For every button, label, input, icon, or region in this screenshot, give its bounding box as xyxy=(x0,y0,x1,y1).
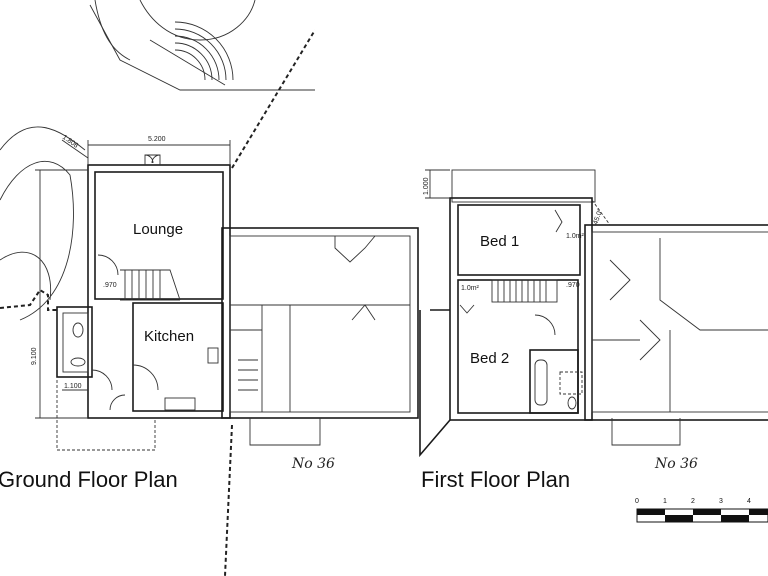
neighbour-label: No 36 xyxy=(291,456,335,472)
dim-overhang: 1.000 xyxy=(423,177,430,195)
ground-floor-walls xyxy=(56,154,231,419)
dim-porch: 1.100 xyxy=(64,383,82,390)
boundary-line xyxy=(0,288,58,311)
scale-tick: 4 xyxy=(747,498,751,505)
dim-diagonal: 1.808 xyxy=(61,134,79,150)
tree-outlines xyxy=(0,0,315,321)
boundary-line xyxy=(224,424,233,576)
room-bed-1: Bed 1 xyxy=(480,233,519,250)
ground-floor-dimensions xyxy=(35,139,231,451)
scale-tick: 1 xyxy=(663,498,667,505)
first-floor-title: First Floor Plan xyxy=(421,467,570,492)
room-lounge: Lounge xyxy=(133,221,183,238)
dim-stair: .970 xyxy=(566,282,580,289)
boundary-line xyxy=(231,29,316,169)
scale-tick: 3 xyxy=(719,498,723,505)
ground-floor-title: Ground Floor Plan xyxy=(0,467,178,492)
scale-tick: 0 xyxy=(635,498,639,505)
neighbour-first-walls xyxy=(584,224,768,446)
dim-width: 5.200 xyxy=(148,136,166,143)
neighbour-label: No 36 xyxy=(654,456,698,472)
room-kitchen: Kitchen xyxy=(144,328,194,345)
dim-angle: 45.0° xyxy=(591,207,604,225)
dim-cupboard-1: 1.0m² xyxy=(566,233,585,240)
first-floor-dimensions xyxy=(425,169,450,199)
dim-stair: .970 xyxy=(103,282,117,289)
neighbour-ground-walls xyxy=(221,227,419,446)
scale-tick: 2 xyxy=(691,498,695,505)
garden-steps xyxy=(174,21,234,81)
room-bed-2: Bed 2 xyxy=(470,350,509,367)
dim-depth: 9.100 xyxy=(31,347,38,365)
scale-bar: 0 1 2 3 4 xyxy=(635,498,768,523)
first-floor-walls xyxy=(419,169,611,458)
dim-cupboard-2: 1.0m² xyxy=(461,285,480,292)
